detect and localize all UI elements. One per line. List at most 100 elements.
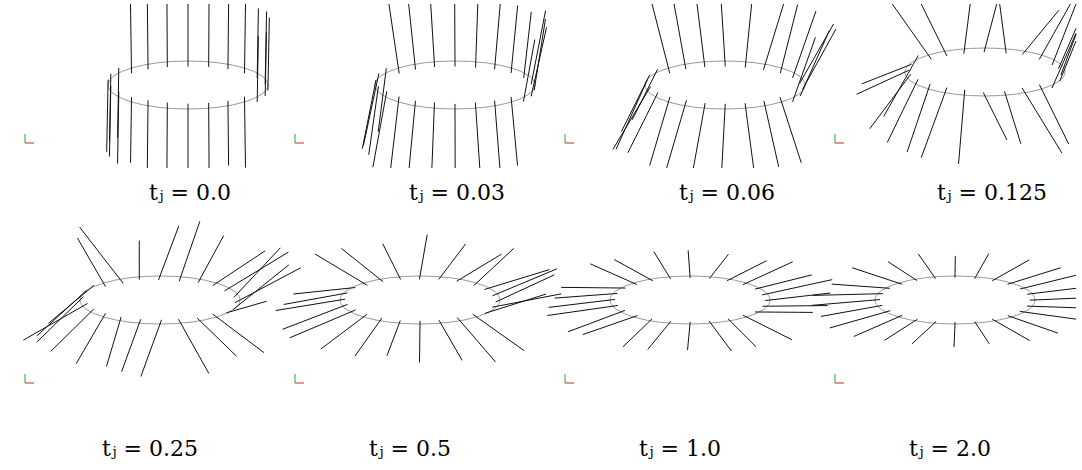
axis-x: [835, 143, 844, 144]
director-rod: [213, 251, 265, 286]
ring-panel: [276, 235, 562, 383]
director-rod: [1027, 306, 1076, 308]
director-rod: [975, 253, 989, 278]
director-rod: [745, 103, 754, 168]
axis-y: [835, 374, 836, 383]
director-rod: [493, 269, 557, 296]
director-rod: [244, 97, 246, 168]
director-rod: [921, 4, 947, 56]
director-rod: [984, 4, 997, 52]
ring-outline: [375, 61, 535, 109]
director-rod: [813, 294, 883, 296]
director-rod: [613, 87, 651, 150]
director-rod: [268, 17, 269, 90]
director-rod: [48, 285, 94, 323]
director-rod: [341, 248, 383, 281]
director-rod: [832, 284, 890, 288]
ring-panel: [812, 253, 1076, 383]
director-rod: [257, 8, 258, 78]
director-rod: [688, 322, 691, 350]
director-rod: [648, 321, 671, 349]
director-rod: [1039, 85, 1068, 144]
director-rod: [122, 319, 141, 371]
axis-y: [25, 134, 26, 143]
axis-y: [295, 374, 296, 383]
director-rod: [1027, 288, 1076, 294]
director-rod: [870, 74, 911, 129]
director-rod: [76, 313, 106, 364]
director-rod: [667, 100, 687, 168]
time-label: tⱼ = 0.0: [149, 180, 231, 205]
director-rod: [378, 68, 386, 131]
director-rod: [780, 97, 801, 163]
director-rod: [439, 320, 462, 360]
ring-panel: [23, 221, 300, 383]
director-rod: [534, 19, 545, 90]
director-rod: [1008, 316, 1058, 333]
director-rod: [457, 317, 495, 361]
director-rod: [523, 40, 534, 102]
director-rod: [1061, 34, 1076, 75]
director-rod: [800, 24, 834, 83]
director-rod: [654, 252, 671, 279]
axis-y: [25, 374, 26, 383]
director-rod: [983, 92, 1007, 139]
director-rod: [355, 318, 382, 356]
director-rod: [1022, 10, 1059, 54]
director-rod: [568, 310, 625, 331]
director-rod: [409, 101, 415, 168]
director-rod: [549, 299, 615, 307]
director-rod: [387, 321, 400, 356]
director-rod: [110, 74, 111, 142]
axis-x: [565, 143, 574, 144]
director-rod: [722, 104, 725, 168]
director-rod: [964, 4, 970, 54]
director-rod: [780, 5, 797, 73]
axis-x: [835, 383, 844, 384]
director-rod: [628, 93, 658, 153]
director-rod: [225, 252, 289, 291]
director-rod: [511, 6, 518, 74]
director-rod: [139, 241, 140, 280]
director-rod: [992, 260, 1029, 281]
time-label: tⱼ = 0.03: [409, 180, 505, 205]
director-rod: [709, 321, 731, 351]
director-rod: [147, 4, 149, 69]
director-rod: [755, 311, 813, 312]
ring-panel: [565, 4, 836, 168]
director-rod: [51, 309, 94, 352]
director-rod: [474, 248, 514, 285]
director-rod: [419, 321, 421, 362]
director-rod: [227, 4, 229, 69]
director-rod: [118, 68, 119, 138]
director-rod: [688, 250, 690, 278]
director-rod: [954, 322, 955, 347]
director-rod: [475, 102, 479, 168]
director-rod: [511, 97, 517, 166]
director-rod: [476, 4, 478, 68]
director-rod: [888, 262, 917, 281]
director-rod: [793, 37, 816, 101]
director-rod: [166, 4, 167, 67]
axis-y: [295, 134, 296, 143]
director-rod: [158, 226, 178, 280]
director-rod: [107, 80, 108, 152]
director-rod: [621, 75, 649, 132]
director-rod: [80, 227, 123, 283]
axis-y: [565, 134, 566, 143]
director-rod: [213, 314, 264, 353]
director-rod: [293, 288, 355, 294]
axis-x: [565, 383, 574, 384]
director-rod: [37, 297, 84, 343]
director-rod: [208, 103, 209, 168]
director-rod: [432, 102, 435, 168]
director-rod: [495, 101, 500, 168]
director-rod: [762, 280, 832, 295]
axis-y: [835, 134, 836, 143]
director-rod: [918, 254, 935, 279]
director-rod: [244, 4, 245, 73]
director-rod: [188, 104, 189, 168]
director-rod: [616, 80, 647, 149]
director-rod: [179, 221, 200, 281]
director-rod: [363, 73, 378, 145]
